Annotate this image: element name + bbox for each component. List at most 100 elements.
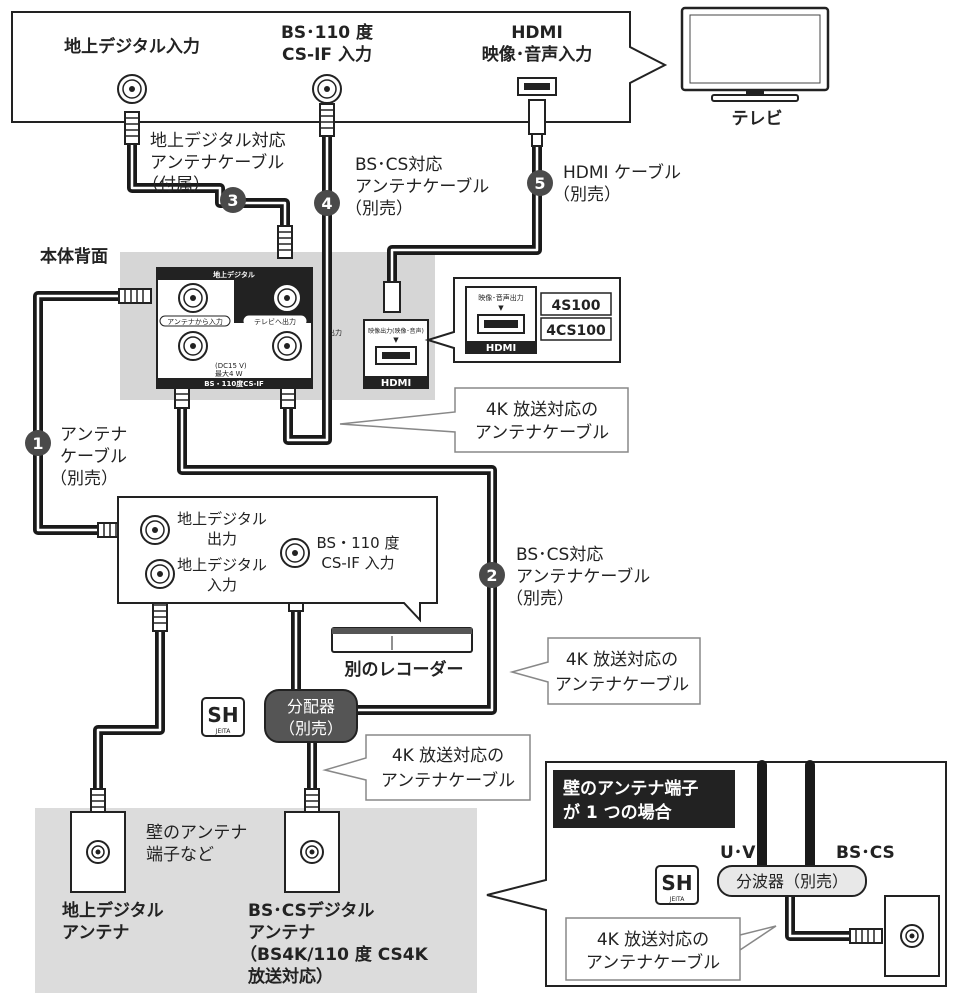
cable-layer — [33, 125, 542, 805]
inset-diplexer: 分波器（別売） — [717, 865, 867, 897]
cable2-label-2: アンテナケーブル — [516, 566, 650, 587]
callout-4k-2-line1: 4K 放送対応の — [566, 650, 678, 670]
model2-label: 4CS100 — [546, 323, 606, 339]
cable3-label-1: 地上デジタル対応 — [150, 130, 286, 151]
recorder-in-label-1: 地上デジタル — [177, 556, 267, 574]
cable1-label-1: アンテナ — [60, 425, 127, 445]
cable2-label-3: （別売） — [506, 589, 574, 609]
panel-terrestrial-label: 地上デジタル — [213, 270, 255, 279]
svg-text:▼: ▼ — [393, 336, 399, 344]
panel-side-label: 出力 — [328, 328, 342, 337]
wall-terr-label-2: アンテナ — [62, 923, 129, 943]
cable3-label-3: （付属） — [142, 175, 210, 195]
tv-input-bs-label-1: BS･110 度 — [281, 22, 374, 43]
tv-input-hdmi-label-2: 映像･音声入力 — [482, 44, 593, 65]
recorder-out-label-1: 地上デジタル — [177, 510, 267, 528]
model1-label: 4S100 — [551, 298, 600, 314]
svg-text:5: 5 — [534, 174, 545, 193]
callout-4k-2 — [509, 637, 701, 705]
callout-4k-4 — [565, 917, 777, 981]
inset-title-bg — [553, 770, 735, 828]
recorder-terr-in-jack — [145, 559, 175, 589]
wall-bs-label-4: 放送対応） — [247, 966, 333, 987]
svg-text:4: 4 — [321, 194, 332, 213]
wall-bs-label-1: BS･CSデジタル — [248, 900, 374, 921]
svg-text:3: 3 — [227, 191, 238, 210]
tv-input-hdmi-label-1: HDMI — [511, 23, 563, 43]
step-badge-3: 3 — [220, 187, 246, 213]
callout-4k-1-line2: アンテナケーブル — [475, 422, 609, 443]
svg-text:分波器（別売）: 分波器（別売） — [736, 872, 848, 891]
recorder-name-label: 別のレコーダー — [344, 659, 464, 680]
wall-terr-label-1: 地上デジタル — [62, 900, 164, 921]
svg-text:映像出力(映像･音声): 映像出力(映像･音声) — [368, 327, 424, 335]
step-badge-5: 5 — [527, 170, 553, 196]
step-badge-2: 2 — [479, 562, 505, 588]
wall-bs-label-3: （BS4K/110 度 CS4K — [240, 944, 429, 965]
svg-text:▼: ▼ — [498, 304, 504, 312]
cable1-label-3: （別売） — [50, 469, 118, 489]
wall-bs-outlet — [284, 811, 340, 893]
cable5-hdmi-plug — [383, 99, 546, 313]
panel-antenna-in-jack — [178, 283, 208, 313]
panel-header-bar — [157, 268, 312, 280]
svg-text:HDMI: HDMI — [381, 378, 411, 389]
svg-text:SH: SH — [207, 703, 238, 727]
panel-to-tv-tag: テレビへ出力 — [243, 315, 307, 327]
cable5-label-1: HDMI ケーブル — [563, 162, 681, 183]
callout-4k-3 — [322, 734, 531, 801]
cable4-label-2: アンテナケーブル — [355, 176, 489, 197]
callout-4k-1-line1: 4K 放送対応の — [486, 400, 598, 420]
svg-text:JEITA: JEITA — [669, 896, 686, 903]
svg-text:（別売）: （別売） — [279, 719, 343, 738]
svg-text:テレビへ出力: テレビへ出力 — [254, 317, 296, 326]
recorder-terr-out-jack — [140, 515, 170, 545]
cable1-plug-top — [118, 288, 152, 304]
recorder-input-box — [117, 496, 438, 623]
recorder-in-label-2: 入力 — [207, 576, 237, 594]
inset-uv-label: U･V — [720, 843, 756, 863]
cable1-label-2: ケーブル — [60, 446, 127, 467]
panel-bs-in-jack — [178, 331, 208, 361]
svg-text:分配器: 分配器 — [287, 697, 335, 716]
callout-4k-4-line1: 4K 放送対応の — [597, 930, 709, 950]
recorder-bs-label-2: CS-IF 入力 — [321, 554, 394, 572]
panel-bs-out-jack — [272, 331, 302, 361]
inset-title-1: 壁のアンテナ端子 — [563, 778, 698, 799]
cable3-plug-bottom — [277, 225, 293, 259]
panel-bs-cs-if-label: BS・110度CS-IF — [204, 379, 264, 388]
wall-terr-outlet — [70, 811, 126, 893]
wall-note-2: 端子など — [146, 845, 214, 865]
svg-text:HDMI: HDMI — [486, 343, 516, 354]
cable4-label-3: （別売） — [345, 199, 413, 219]
tv-label: テレビ — [732, 109, 783, 129]
inset-cables — [757, 760, 855, 941]
recorder-bs-label-1: BS・110 度 — [317, 534, 400, 552]
inset-sh-mark-icon: SH JEITA — [655, 865, 699, 905]
tv-terrestrial-jack — [117, 74, 147, 104]
rear-panel-title: 本体背面 — [40, 246, 108, 267]
panel-tv-out-jack — [272, 283, 302, 313]
splitter: 分配器 （別売） — [264, 689, 358, 743]
panel-from-antenna-tag: アンテナから入力 — [159, 315, 231, 327]
cable3-plug-top — [124, 111, 140, 145]
model1-tag — [540, 292, 612, 316]
tv-input-box — [11, 11, 668, 123]
inset-plug — [849, 928, 883, 944]
tv-hdmi-port — [517, 77, 557, 96]
callout-4k-3-line2: アンテナケーブル — [381, 770, 515, 791]
svg-text:2: 2 — [486, 566, 497, 585]
tv-input-bs-label-2: CS-IF 入力 — [282, 44, 372, 65]
inset-wall-outlet — [884, 895, 940, 977]
model2-tag — [540, 317, 612, 341]
rear-hdmi-out-block: 映像出力(映像･音声) ▼ HDMI — [363, 319, 429, 389]
step-badge-1: 1 — [25, 430, 51, 456]
step-badge-4: 4 — [314, 190, 340, 216]
cable5-label-2: （別売） — [553, 185, 621, 205]
recorder-icon — [331, 627, 473, 653]
tv-icon — [680, 6, 830, 102]
callout-4k-1 — [339, 387, 629, 453]
svg-text:映像･音声出力: 映像･音声出力 — [478, 293, 524, 302]
svg-text:JEITA: JEITA — [215, 728, 232, 735]
